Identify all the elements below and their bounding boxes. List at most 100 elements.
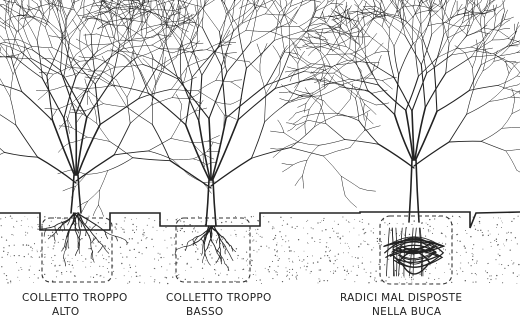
- twig: [298, 103, 307, 107]
- twig: [289, 113, 296, 120]
- soil-dot: [289, 269, 290, 270]
- twig: [323, 148, 350, 156]
- soil-dot: [142, 234, 143, 235]
- soil-dot: [215, 240, 216, 241]
- twig: [237, 60, 249, 61]
- twig: [295, 81, 301, 88]
- soil-dot: [506, 233, 507, 234]
- soil-dot: [132, 224, 133, 225]
- soil-dot: [279, 258, 280, 259]
- soil-dot: [282, 281, 283, 282]
- soil-dot: [289, 272, 290, 273]
- soil-dot: [227, 259, 228, 260]
- soil-dot: [63, 239, 64, 240]
- twig: [348, 60, 370, 63]
- twig: [308, 48, 316, 56]
- twig: [501, 14, 504, 27]
- twig: [78, 15, 90, 16]
- soil-dot: [370, 272, 371, 273]
- twig: [84, 0, 85, 15]
- soil-dot: [275, 271, 276, 272]
- soil-dot: [485, 270, 486, 271]
- soil-dot: [299, 260, 300, 261]
- twig: [297, 46, 308, 48]
- soil-dot: [103, 266, 104, 267]
- soil-dot: [235, 216, 236, 217]
- soil-dot: [42, 252, 43, 253]
- twig: [341, 176, 360, 188]
- rootlet: [75, 249, 78, 256]
- twig: [276, 6, 290, 27]
- soil-dot: [277, 274, 278, 275]
- twig: [12, 32, 17, 59]
- root: [86, 231, 91, 241]
- soil-dot: [434, 218, 435, 219]
- soil-dot: [115, 226, 116, 227]
- soil-dot: [517, 243, 518, 244]
- soil-dot: [209, 254, 210, 255]
- root: [226, 249, 230, 255]
- branch: [469, 65, 481, 91]
- soil-dot: [370, 262, 371, 263]
- soil-dot: [272, 228, 273, 229]
- soil-dot: [368, 223, 369, 224]
- soil-dot: [303, 259, 304, 260]
- soil-dot: [276, 251, 277, 252]
- twig: [181, 105, 182, 121]
- soil-dot: [257, 220, 258, 221]
- soil-dot: [135, 266, 136, 267]
- soil-dot: [147, 225, 148, 226]
- soil-dot: [154, 220, 155, 221]
- twig: [115, 65, 143, 68]
- soil-dot: [413, 279, 414, 280]
- twig: [472, 68, 473, 89]
- soil-dot: [74, 275, 75, 276]
- soil-dot: [500, 249, 501, 250]
- twig: [23, 0, 37, 4]
- soil-dot: [160, 257, 161, 258]
- branch: [16, 125, 38, 157]
- branch: [66, 46, 76, 77]
- twig: [358, 0, 364, 6]
- soil-dot: [51, 263, 52, 264]
- soil-dot: [272, 278, 273, 279]
- twig: [311, 64, 330, 67]
- soil-dot: [174, 237, 175, 238]
- soil-dot: [81, 238, 82, 239]
- twig: [336, 113, 359, 121]
- soil-dot: [323, 218, 324, 219]
- soil-dot: [364, 233, 365, 234]
- soil-dot: [445, 235, 446, 236]
- twig: [127, 107, 152, 124]
- soil-dot: [325, 229, 326, 230]
- soil-dot: [268, 221, 269, 222]
- soil-dot: [307, 220, 308, 221]
- soil-dot: [213, 239, 214, 240]
- soil-dot: [180, 221, 181, 222]
- soil-dot: [6, 240, 7, 241]
- soil-dot: [311, 227, 312, 228]
- soil-dot: [272, 261, 273, 262]
- soil-dot: [154, 259, 155, 260]
- soil-dot: [338, 233, 339, 234]
- soil-dot: [312, 255, 313, 256]
- twig: [10, 74, 13, 96]
- twig: [289, 26, 290, 54]
- twig: [74, 0, 87, 3]
- soil-dot: [105, 223, 106, 224]
- soil-dot: [244, 236, 245, 237]
- soil-dot: [321, 221, 322, 222]
- soil-dot: [346, 220, 347, 221]
- twig: [260, 56, 261, 73]
- soil-dot: [377, 238, 378, 239]
- soil-dot: [319, 281, 320, 282]
- soil-dot: [167, 283, 168, 284]
- soil-dot: [286, 267, 287, 268]
- soil-dot: [258, 234, 259, 235]
- soil-dot: [374, 277, 375, 278]
- soil-dot: [73, 267, 74, 268]
- twig: [318, 37, 330, 44]
- soil-dot: [404, 234, 405, 235]
- twig: [39, 73, 53, 75]
- soil-dot: [136, 218, 137, 219]
